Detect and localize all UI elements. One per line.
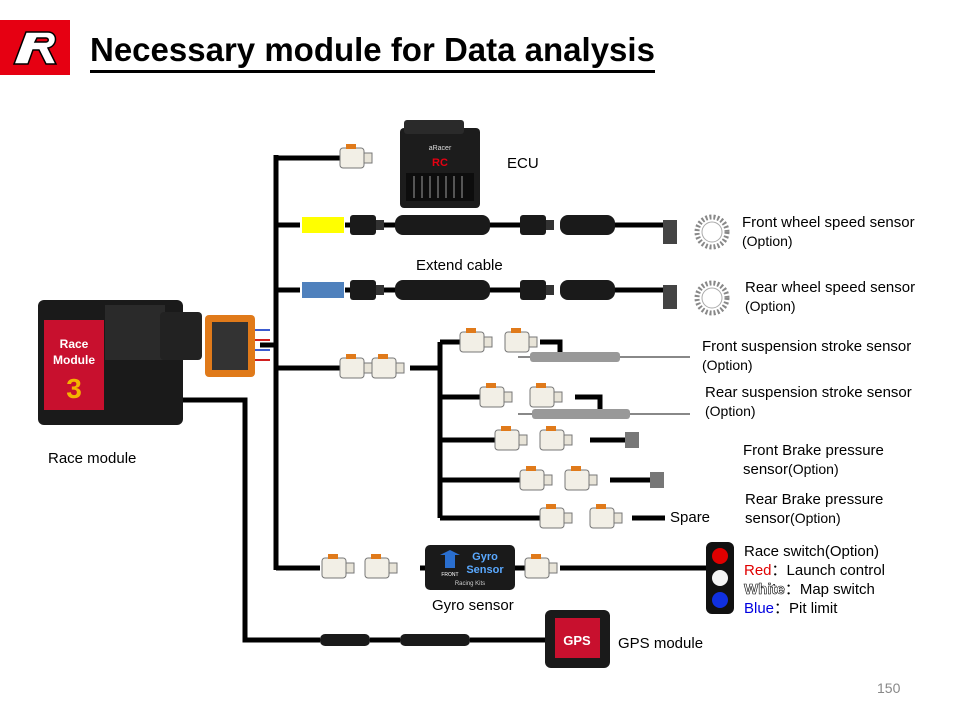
gyro-text2: Sensor: [466, 564, 504, 576]
red-button-icon: [712, 548, 728, 564]
front-suspension-label: Front suspension stroke sensor (Option): [702, 338, 912, 373]
rear-susp-connector-b: [529, 382, 563, 408]
rear-wheel-ring-icon: [697, 283, 727, 313]
rear-wheel-connector-2: [520, 280, 554, 300]
blue-button-icon: [712, 592, 728, 608]
suspension-rods: [518, 356, 690, 415]
race-module-text1: Race: [60, 337, 89, 351]
rear-brake-sensor: [650, 472, 664, 488]
gps-module-unit: GPS: [545, 610, 610, 668]
brand-logo: [0, 20, 70, 75]
spare-label: Spare: [670, 509, 711, 526]
front-suspension-sensor: [530, 352, 620, 362]
gps-connector-2: [400, 634, 470, 646]
gyro-connector-b: [364, 553, 398, 579]
front-brake-connector-b: [539, 425, 573, 451]
front-wheel-connector-1: [350, 215, 384, 235]
wire-harness: [165, 155, 712, 643]
rear-wheel-connector-1: [350, 280, 384, 300]
race-module-unit: Race Module 3: [38, 300, 270, 425]
extend-cable-label: Extend cable: [416, 257, 503, 274]
front-wheel-ring-icon: [697, 217, 727, 247]
race-switch-unit: [706, 542, 734, 614]
page-number: 150: [877, 680, 901, 696]
rear-brake-connector-a: [519, 465, 553, 491]
gyro-sensor-label: Gyro sensor: [432, 597, 514, 614]
race-module-label: Race module: [48, 450, 137, 467]
front-susp-connector-b: [504, 327, 538, 353]
front-wheel-label: Front wheel speed sensor (Option): [742, 214, 915, 249]
gyro-connector-a: [321, 553, 355, 579]
front-susp-connector-a: [459, 327, 493, 353]
white-button-icon: [712, 570, 728, 586]
rear-wheel-sensor: [663, 285, 677, 309]
race-switch-label: Race switch(Option) Red：Launch control W…: [744, 543, 885, 617]
page-title: Necessary module for Data analysis: [90, 30, 655, 73]
yellow-tag: [302, 217, 344, 233]
race-module-text2: Module: [53, 353, 95, 367]
branch-connector-a: [339, 353, 373, 379]
front-brake-connector-a: [494, 425, 528, 451]
ecu-unit: aRacer RC: [400, 120, 480, 208]
spare-connector-b: [589, 503, 623, 529]
rear-wheel-label: Rear wheel speed sensor (Option): [745, 279, 916, 314]
rear-brake-connector-b: [564, 465, 598, 491]
rear-brake-label: Rear Brake pressure sensor(Option): [745, 491, 884, 527]
rear-suspension-label: Rear suspension stroke sensor (Option): [705, 384, 912, 419]
gyro-text1: Gyro: [472, 551, 498, 563]
front-extend-cable: [395, 215, 490, 235]
ecu-brand-text: aRacer: [429, 145, 452, 152]
rear-susp-connector-a: [479, 382, 513, 408]
race-switch-connector: [524, 553, 558, 579]
rear-extend-cable: [395, 280, 490, 300]
ecu-model-text: RC: [432, 157, 448, 169]
front-wheel-sensor: [663, 220, 677, 244]
gyro-brand-text: Racing Kits: [455, 581, 485, 587]
front-brake-sensor: [625, 432, 639, 448]
gyro-front-text: FRONT: [441, 572, 458, 578]
ecu-label: ECU: [507, 155, 539, 172]
gps-text: GPS: [563, 633, 591, 648]
branch-connector-b: [371, 353, 405, 379]
gps-connector-1: [320, 634, 370, 646]
ecu-connector: [339, 143, 373, 169]
spare-connector-a: [539, 503, 573, 529]
gyro-sensor-unit: Gyro Sensor FRONT Racing Kits: [425, 545, 515, 590]
race-module-number: 3: [66, 373, 82, 404]
rear-suspension-sensor: [532, 409, 630, 419]
front-brake-label: Front Brake pressure sensor(Option): [743, 442, 884, 478]
blue-tag: [302, 282, 344, 298]
gps-module-label: GPS module: [618, 635, 704, 652]
front-wheel-connector-2: [520, 215, 554, 235]
